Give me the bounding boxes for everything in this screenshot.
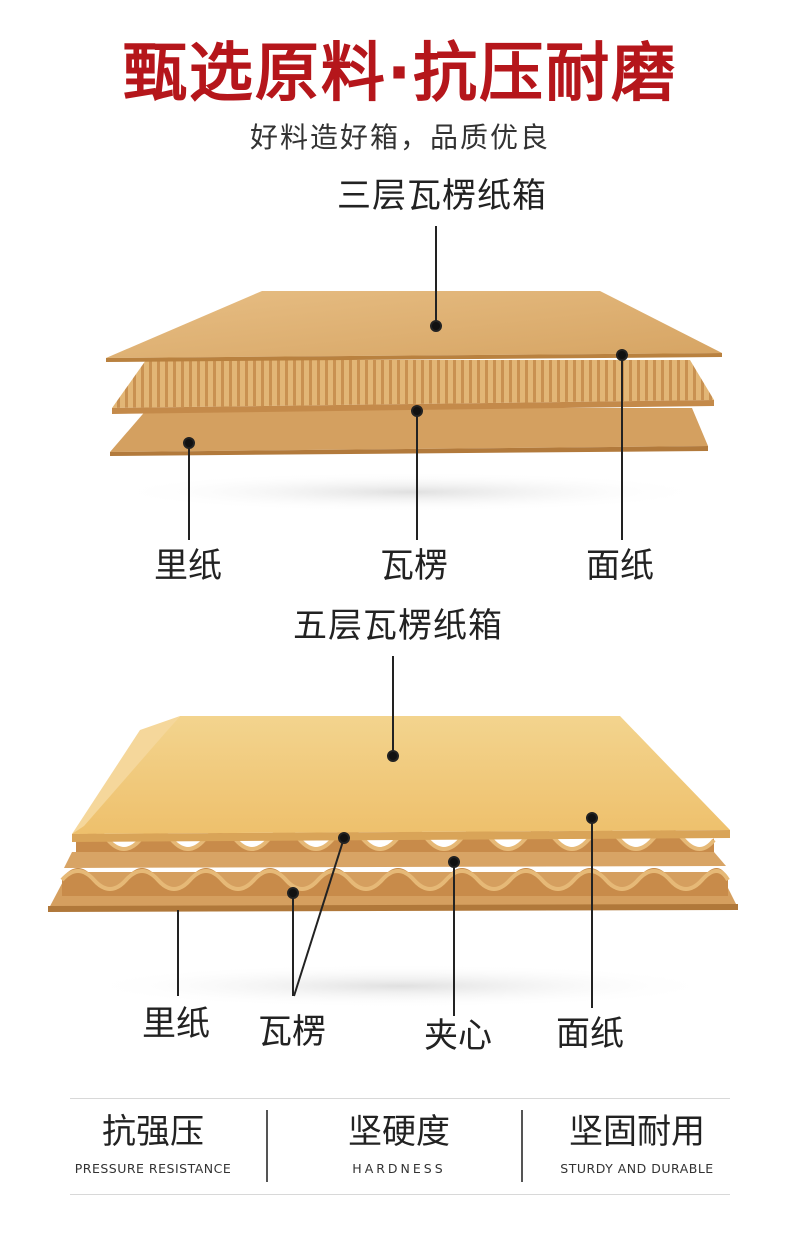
bottom-rule [70,1194,730,1195]
five-layer-face-sheet [72,716,730,842]
five-layer-leaders [177,656,598,1016]
feature-sturdy-durable: 坚固耐用 STURDY AND DURABLE [504,1108,770,1178]
subheadline: 好料造好箱，品质优良 [249,121,550,154]
three-layer-inner-liner [110,408,708,456]
five-layer-label-flute: 瓦楞 [258,1012,326,1052]
five-layer-label-core: 夹心 [424,1016,492,1056]
board-shadow [80,964,720,1008]
three-layer-face-sheet [106,291,722,362]
five-layer-title: 五层瓦楞纸箱 [293,606,503,646]
feature-pressure-resistance: 抗强压 PRESSURE RESISTANCE [20,1108,286,1178]
feature-name: 坚固耐用 [569,1112,705,1152]
three-layer-label-face: 面纸 [586,546,654,586]
three-layer-title: 三层瓦楞纸箱 [337,176,547,216]
three-layer-label-inner: 里纸 [154,546,222,586]
board-shadow [110,472,710,512]
corrugated-diagram [48,226,738,1016]
feature-subtitle: PRESSURE RESISTANCE [74,1161,232,1176]
feature-divider [266,1110,268,1182]
three-layer-label-flute: 瓦楞 [380,546,448,586]
five-layer-core-sheet [64,852,726,868]
three-layer-leaders [183,226,628,540]
five-layer-label-face: 面纸 [556,1014,624,1054]
feature-subtitle: STURDY AND DURABLE [560,1161,714,1176]
headline: 甄选原料·抗压耐磨 [122,37,678,111]
feature-name: 抗强压 [102,1112,204,1152]
feature-name: 坚硬度 [348,1112,450,1152]
five-layer-label-inner: 里纸 [142,1004,210,1044]
feature-hardness: 坚硬度 HARDNESS [266,1108,532,1178]
feature-subtitle: HARDNESS [352,1161,446,1176]
three-layer-flute [112,360,714,414]
feature-divider [521,1110,523,1182]
five-layer-lower-flute [60,868,730,896]
top-rule [70,1098,730,1099]
